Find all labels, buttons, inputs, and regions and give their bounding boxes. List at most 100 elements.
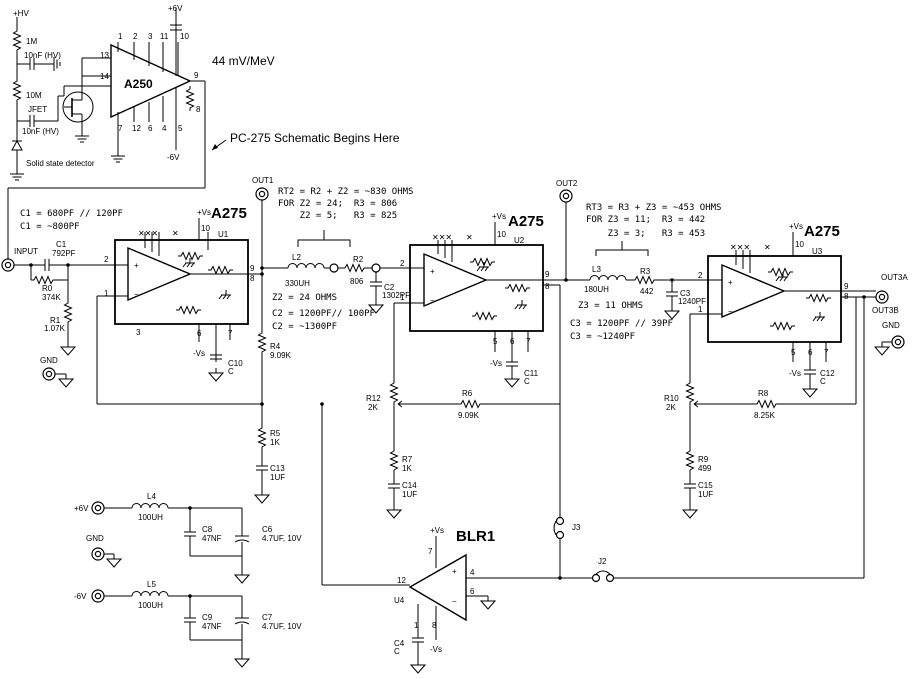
j3-pin-bottom[interactable] <box>555 530 565 540</box>
r12-value: 2K <box>368 403 378 412</box>
u2-pin-2: 2 <box>400 259 405 268</box>
r8-value: 8.25K <box>754 411 776 420</box>
u1-part-label: A275 <box>211 205 247 222</box>
r12-label: R12 <box>366 394 381 403</box>
input-label: INPUT <box>14 247 38 256</box>
out2-port[interactable] <box>559 189 573 203</box>
rt2-line1: RT2 = R2 + Z2 = ~830 OHMS <box>278 187 413 197</box>
l2-label: L2 <box>292 253 301 262</box>
gnd-right-port[interactable] <box>891 335 905 349</box>
u2-amp <box>423 252 488 308</box>
u2-vs-plus: +Vs <box>492 212 506 221</box>
svg-text:−: − <box>134 290 139 299</box>
u4-pin-4: 4 <box>470 568 475 577</box>
hv-label: +HV <box>13 9 29 18</box>
r-10m-label: 10M <box>26 91 42 100</box>
minus6v-top: -6V <box>167 153 180 162</box>
u3-vs-plus: +Vs <box>789 222 803 231</box>
r3-label: R3 <box>640 267 651 276</box>
u3-amp <box>721 263 786 319</box>
u4-pin-1: 1 <box>414 621 419 630</box>
u4-pin-7: 7 <box>428 547 433 556</box>
r2-label: R2 <box>353 255 364 264</box>
gnd-left-port[interactable] <box>42 367 56 381</box>
out2-label: OUT2 <box>556 179 578 188</box>
preamp-section: +HV 1M 10nF (HV) 10M JFET 10nF (HV) <box>7 4 400 262</box>
c2-note-1: C2 = 1200PF// 100PF <box>272 309 375 319</box>
filter1: RT2 = R2 + Z2 = ~830 OHMS FOR Z2 = 24; R… <box>260 187 413 332</box>
rt3-line1: RT3 = R3 + Z3 = ~453 OHMS <box>586 203 721 213</box>
u4-pin-8: 8 <box>432 621 437 630</box>
a250-amp <box>110 43 192 119</box>
svg-text:−: − <box>430 296 435 305</box>
u3-pin-7: 7 <box>824 348 829 357</box>
rt3-line2: FOR Z3 = 11; R3 = 442 <box>586 215 705 225</box>
r0-value: 374K <box>42 293 61 302</box>
c8-label: C8 <box>202 525 213 534</box>
a250-pin-9: 9 <box>194 71 199 80</box>
input-section: INPUT C1 792PF 2 R0 374K R1 1.07K C1 = 6… <box>1 209 123 388</box>
a250-top-pins: 1 2 3 11 10 <box>118 32 189 41</box>
c2-label: C2 <box>384 283 395 292</box>
c14-label: C14 <box>402 481 417 490</box>
u2-pin-9: 9 <box>545 270 550 279</box>
r5-value: 1K <box>270 438 280 447</box>
u4-pin-6: 6 <box>470 587 475 596</box>
r10-label: R10 <box>664 394 679 403</box>
u2-vs-minus: -Vs <box>490 359 502 368</box>
input-port[interactable] <box>1 258 15 272</box>
a250-bot-pin-4: 4 <box>162 124 167 133</box>
r10-value: 2K <box>666 403 676 412</box>
r9-value: 499 <box>698 464 712 473</box>
c14-value: 1UF <box>402 490 417 499</box>
schematic-begins-note: PC-275 Schematic Begins Here <box>230 131 400 145</box>
c3-value: 1240PF <box>678 297 706 306</box>
gain-label: 44 mV/MeV <box>212 54 275 68</box>
u2-pin-7: 7 <box>526 337 531 346</box>
j2-pin-left[interactable] <box>591 573 601 583</box>
u3-pin-6: 6 <box>808 348 813 357</box>
r0-label: R0 <box>42 284 53 293</box>
r4-value: 9.09K <box>270 351 292 360</box>
rt3-line3: Z3 = 3; R3 = 453 <box>586 229 705 239</box>
minus6v-port[interactable] <box>91 589 105 603</box>
out1-port[interactable] <box>255 187 269 201</box>
u3-part-label: A275 <box>804 223 840 240</box>
l2-value: 330UH <box>285 279 310 288</box>
j3-label: J3 <box>572 523 581 532</box>
c10-value: C <box>228 367 234 376</box>
out3-port[interactable] <box>875 290 889 304</box>
c1-value: 792PF <box>52 249 76 258</box>
u3-pin-1: 1 <box>698 305 703 314</box>
cap-10nf-hv-1-label: 10nF (HV) <box>24 51 61 60</box>
gnd-power-port[interactable] <box>91 547 105 561</box>
a250-bottom-pins: 7 12 6 4 5 <box>118 124 183 133</box>
u1-pin-1: 1 <box>104 289 109 298</box>
r1-value: 1.07K <box>44 324 66 333</box>
a250-pin-14: 14 <box>100 72 109 81</box>
c1-label: C1 <box>56 240 67 249</box>
j3-pin-top[interactable] <box>555 516 565 526</box>
r8-label: R8 <box>758 389 769 398</box>
blr1-label: BLR1 <box>456 528 495 545</box>
c10-label: C10 <box>228 359 243 368</box>
u3-pin-5: 5 <box>791 348 796 357</box>
u4-vs-plus: +Vs <box>430 526 444 535</box>
plus6v-port[interactable] <box>91 501 105 515</box>
svg-text:+: + <box>728 278 733 287</box>
blr1-amp <box>408 553 467 622</box>
u1-pin-8: 8 <box>250 274 255 283</box>
minus6v-power-label: -6V <box>74 592 87 601</box>
j2-pin-right[interactable] <box>605 573 615 583</box>
a250-top-pin-2: 2 <box>133 32 138 41</box>
u3-ref: U3 <box>812 247 823 256</box>
gnd-left-label: GND <box>40 356 58 365</box>
u2-pin-8: 8 <box>545 282 550 291</box>
c13-label: C13 <box>270 464 285 473</box>
r3-value: 442 <box>640 287 654 296</box>
c11-value: C <box>524 377 530 386</box>
detector-label: Solid state detector <box>26 159 95 168</box>
gnd-right-label: GND <box>882 321 900 330</box>
out3a-label: OUT3A <box>881 273 908 282</box>
u2-pin-6: 6 <box>510 337 515 346</box>
